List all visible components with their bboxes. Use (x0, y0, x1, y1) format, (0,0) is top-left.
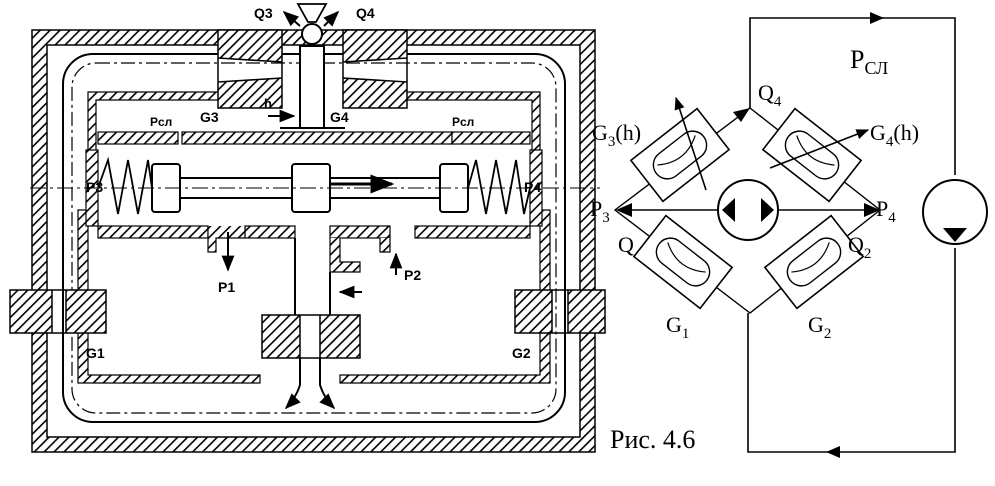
motor-triangle-right (761, 198, 774, 222)
variable-arrow-g3 (674, 96, 707, 191)
inner-channel-wall (339, 209, 551, 384)
figure-caption: Рис. 4.6 (610, 425, 695, 454)
pump-triangle (943, 228, 967, 242)
motor-symbol (717, 179, 779, 241)
spring-left (97, 156, 153, 215)
valve-section: Q3 Q4 G3 G4 h Pcл Pcл P3 P4 P1 P2 G1 G2 (9, 3, 606, 453)
resistor-g3 (629, 107, 731, 203)
label-g1: G1 (86, 345, 105, 361)
label-q4: Q4 (356, 5, 375, 21)
label-pcl: PСЛ (850, 45, 888, 78)
flapper-stem (299, 45, 325, 129)
label-g3: G3(h) (592, 120, 641, 150)
bore-wall-top (451, 131, 531, 145)
drain-flow (284, 358, 301, 410)
label-q4: Q4 (758, 80, 782, 110)
label-g4: G4 (330, 109, 349, 125)
label-q3: Q3 (254, 5, 273, 21)
flapper-funnel (296, 3, 328, 23)
label-g2: G2 (808, 312, 831, 342)
label-p3: P3 (86, 179, 103, 195)
flapper-ball (301, 23, 323, 45)
resistor-g1 (632, 214, 734, 310)
bore-wall-bottom (97, 225, 209, 239)
motor-triangle-left (722, 198, 735, 222)
bore-wall-top (97, 131, 179, 145)
label-p3: P3 (590, 196, 610, 226)
label-h: h (264, 96, 272, 111)
nozzle-g4 (342, 29, 408, 109)
pump-symbol (922, 179, 988, 245)
label-pcl-left: Pcл (150, 115, 172, 129)
bore-wall-bottom (329, 225, 391, 239)
label-p4: P4 (876, 196, 896, 226)
label-g4: G4(h) (870, 120, 919, 150)
flow-arrow-q3 (282, 10, 301, 27)
bore-wall-bottom (244, 225, 296, 239)
spring-right (467, 159, 531, 215)
drain-flow (319, 358, 336, 410)
bridge-schematic: PСЛ Q4 G3(h) G4(h) P3 P4 Q Q2 G1 G2 (590, 12, 988, 458)
flow-arrow-q4 (323, 10, 340, 27)
label-g2: G2 (512, 345, 531, 361)
orifice-g2 (514, 289, 606, 334)
label-p4: P4 (524, 179, 541, 195)
resistor-g2 (763, 214, 865, 310)
variable-arrow-g4 (769, 129, 870, 169)
orifice-g1 (9, 289, 107, 334)
port-p1-wall (207, 226, 246, 253)
node-arrow-p3 (616, 203, 632, 217)
bore-wall-bottom (414, 225, 531, 239)
label-p1: P1 (218, 279, 235, 295)
return-line (747, 248, 956, 453)
nozzle-g3 (217, 29, 283, 109)
port-p2-wall (379, 238, 391, 253)
orifice-bottom (261, 314, 361, 359)
node-arrow-q4 (733, 108, 750, 122)
resistor-g4 (761, 107, 863, 203)
bore-wall-top (181, 131, 453, 145)
port-p2-wall (329, 238, 361, 273)
supply-arrow (870, 12, 884, 24)
node-arrow-p4 (864, 203, 880, 217)
label-g1: G1 (666, 312, 689, 342)
label-p2: P2 (404, 267, 421, 283)
label-q2: Q2 (848, 232, 871, 262)
return-arrow (826, 446, 840, 458)
supply-line (749, 17, 956, 175)
label-q: Q (618, 232, 634, 257)
label-pcl-right: Pcл (452, 115, 474, 129)
label-g3: G3 (200, 109, 219, 125)
